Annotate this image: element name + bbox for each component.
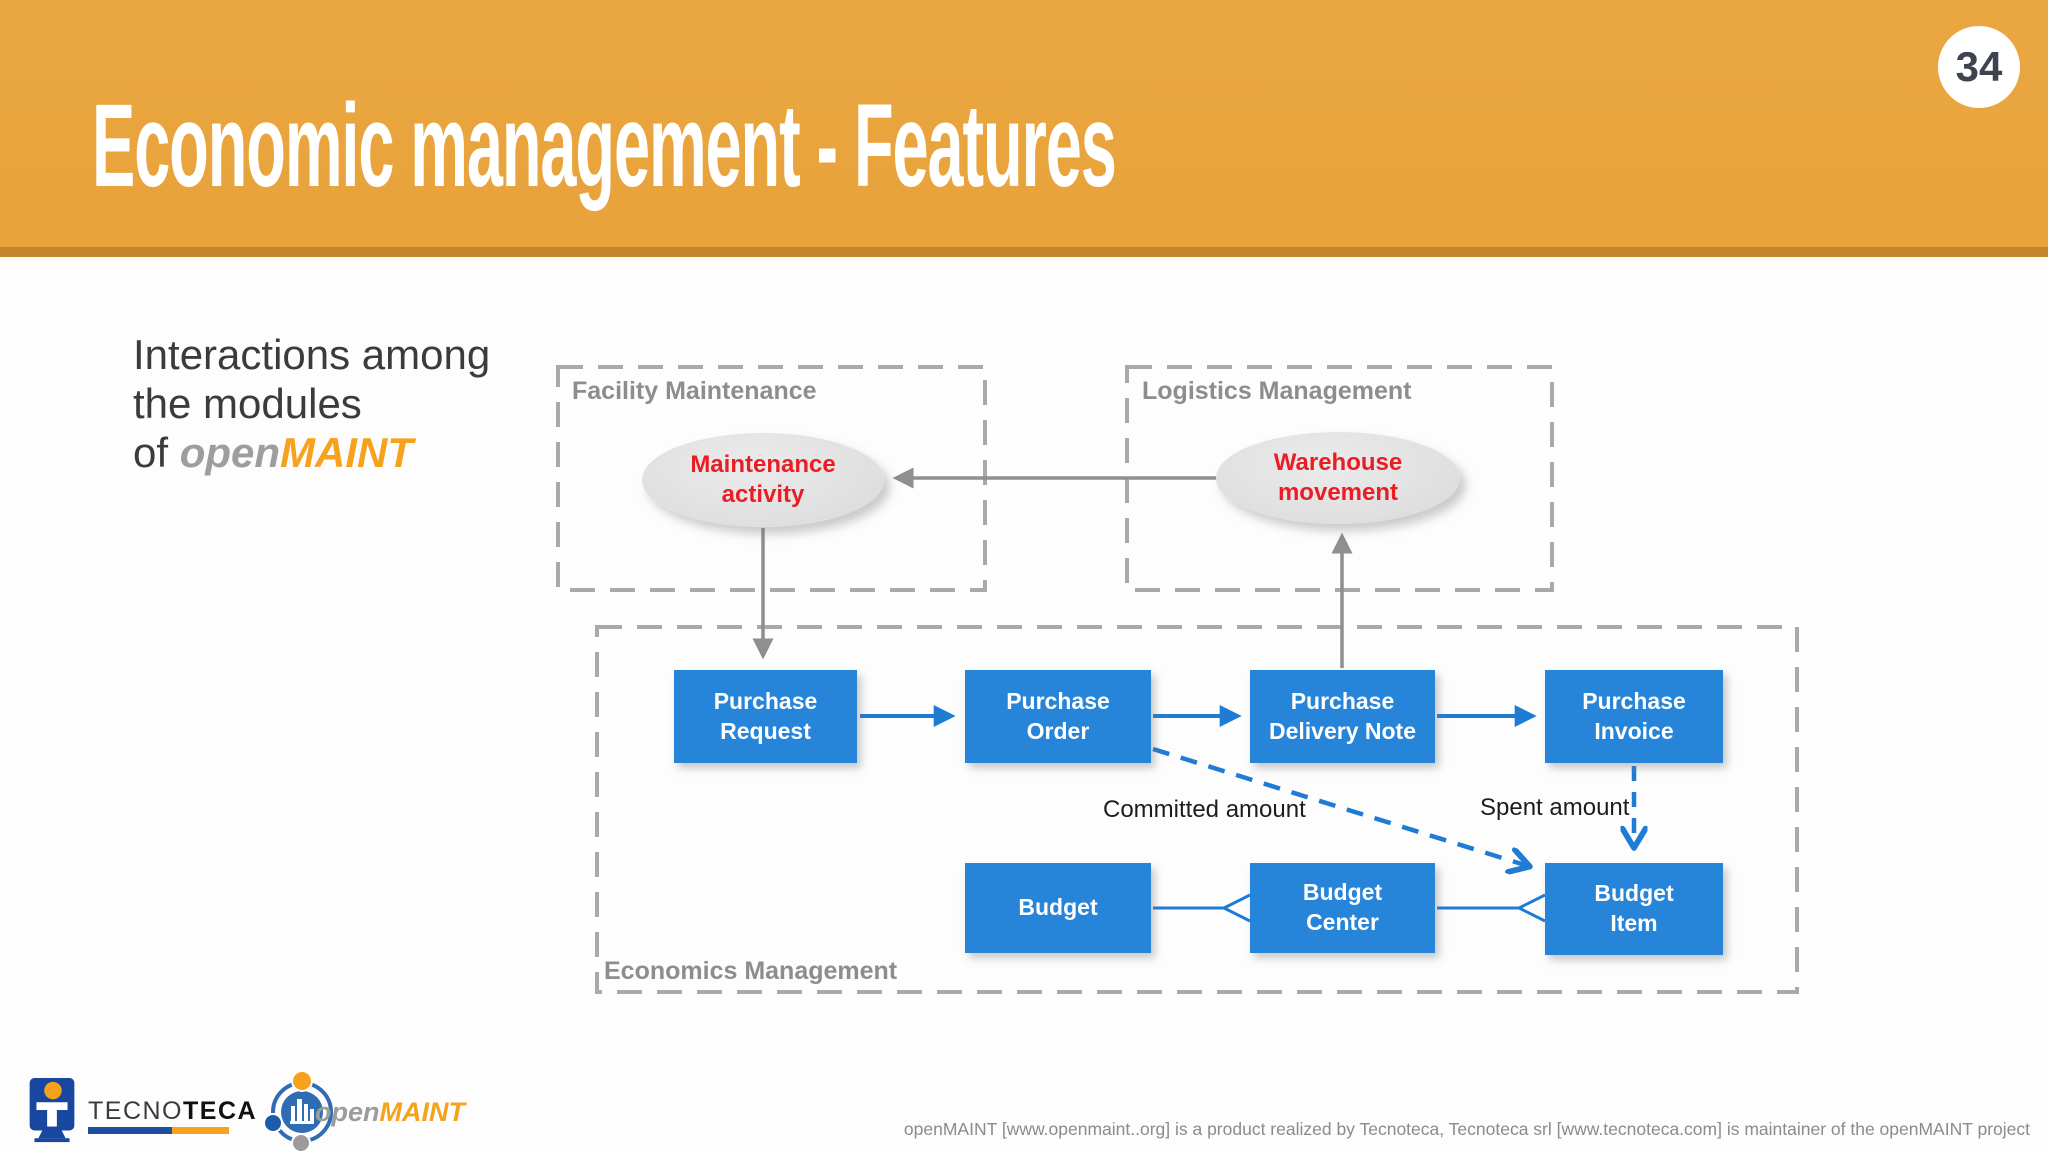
tecnoteca-underline-blue (88, 1127, 172, 1134)
purchase-request-node: Purchase Request (674, 670, 857, 763)
economics-management-frame (595, 625, 1799, 994)
intro-line-3-prefix: of (133, 429, 180, 476)
open-arrowhead-budget-center (1220, 893, 1251, 923)
intro-text: Interactions among the modules of openMA… (133, 330, 490, 477)
tecnoteca-wordmark: TECNOTECA (88, 1097, 257, 1126)
intro-line-1: Interactions among (133, 331, 491, 378)
openmaint-wordmark: openMAINT (315, 1097, 465, 1128)
purchase-order-node: Purchase Order (965, 670, 1151, 763)
page-title: Economic management - Features (92, 80, 1117, 212)
openmaint-icon (263, 1070, 333, 1152)
openmaint-wordmark-maint: MAINT (379, 1097, 465, 1127)
brand-open: open (179, 429, 281, 476)
slide-number: 34 (1955, 43, 2003, 90)
logistics-management-label: Logistics Management (1142, 377, 1412, 405)
intro-line-3: of openMAINT (133, 428, 490, 477)
slide-number-badge: 34 (1938, 26, 2020, 108)
tecnoteca-icon (29, 1077, 75, 1143)
tecnoteca-underline (88, 1127, 229, 1134)
header-band (0, 0, 2048, 247)
open-arrowhead-budget-item (1515, 893, 1546, 923)
tecnoteca-underline-orange (172, 1127, 229, 1134)
intro-line-2: the modules (133, 380, 362, 427)
brand-maint: MAINT (280, 429, 414, 476)
spent-amount-label: Spent amount (1480, 794, 1630, 821)
maintenance-activity-ellipse: Maintenance activity (642, 433, 884, 527)
budget-item-node: Budget Item (1545, 863, 1723, 955)
warehouse-movement-ellipse: Warehouse movement (1216, 432, 1460, 524)
facility-maintenance-label: Facility Maintenance (572, 377, 817, 405)
tecnoteca-wordmark-bold: TECA (183, 1097, 258, 1125)
budget-center-node: Budget Center (1250, 863, 1435, 953)
footer-credit: openMAINT [www.openmaint..org] is a prod… (903, 1119, 2030, 1139)
purchase-invoice-node: Purchase Invoice (1545, 670, 1723, 763)
header-accent-strip (0, 247, 2048, 257)
tecnoteca-wordmark-light: TECNO (88, 1097, 183, 1125)
openmaint-wordmark-open: open (315, 1097, 380, 1127)
committed-amount-label: Committed amount (1103, 796, 1306, 823)
edge-committed-amount (1152, 746, 1528, 866)
budget-node: Budget (965, 863, 1151, 953)
economics-management-label: Economics Management (604, 957, 898, 985)
purchase-delivery-note-node: Purchase Delivery Note (1250, 670, 1435, 763)
